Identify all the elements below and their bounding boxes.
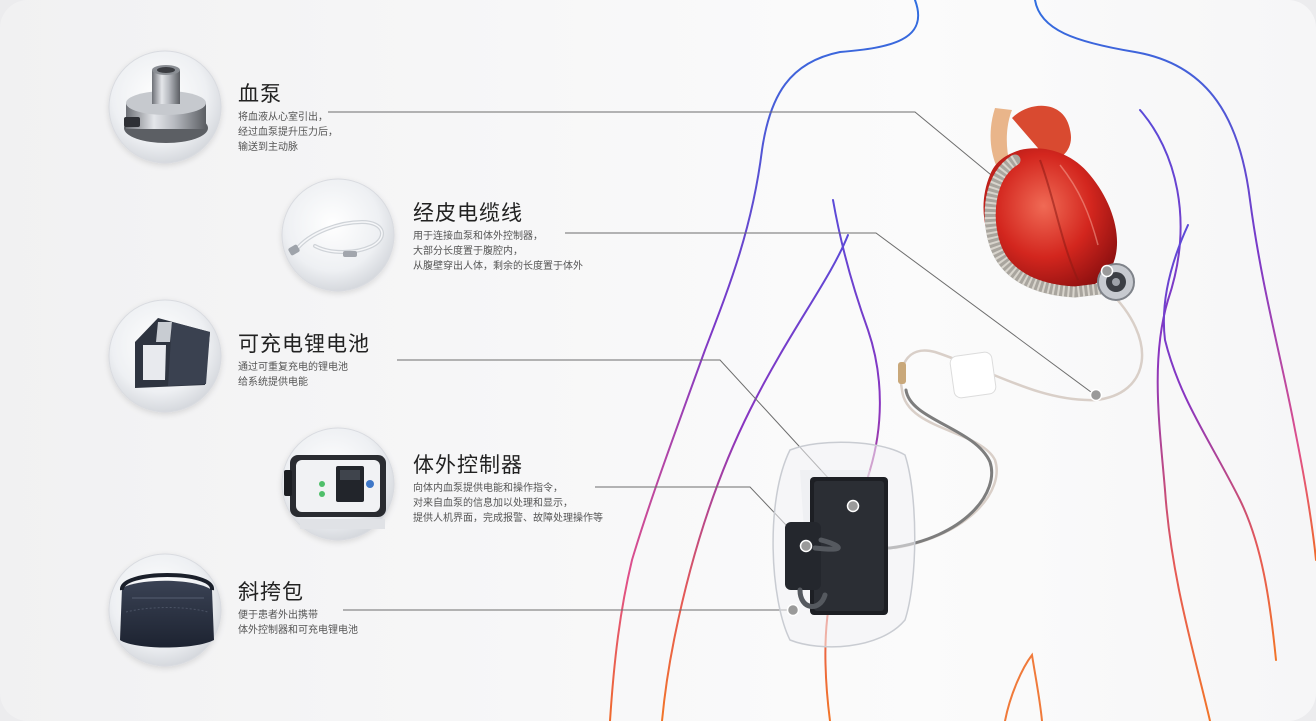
driveline-cable (813, 288, 1144, 550)
component-description: 通过可重复充电的锂电池 给系统提供电能 (238, 360, 370, 390)
thumb-driveline (281, 178, 395, 292)
component-title: 斜挎包 (238, 580, 304, 604)
thumb-battery (108, 299, 222, 413)
description-line: 经过血泵提升压力后， (238, 127, 338, 139)
description-line: 向体内血泵提供电能和操作指令， (413, 483, 563, 495)
exit-site-patch (949, 351, 997, 399)
outline-left-inner-arm (661, 234, 849, 721)
controller-in-bag (772, 441, 916, 648)
component-driveline: 经皮电缆线 用于连接血泵和体外控制器， 大部分长度置于腹腔内， 从腹壁穿出人体，… (413, 201, 583, 274)
heart-with-pump (983, 105, 1135, 301)
component-title: 体外控制器 (413, 453, 523, 477)
component-title: 经皮电缆线 (413, 201, 523, 225)
dot-driveline (1089, 388, 1103, 402)
description-line: 输送到主动脉 (238, 142, 298, 154)
outline-right-torso (1139, 109, 1211, 721)
outline-right-arm (1034, 0, 1316, 561)
outline-left-arm (609, 0, 920, 721)
component-description: 便于患者外出携带 体外控制器和可充电锂电池 (238, 608, 358, 638)
component-bag: 斜挎包 便于患者外出携带 体外控制器和可充电锂电池 (238, 580, 358, 638)
outline-leg-left (1004, 652, 1043, 721)
description-line: 将血液从心室引出， (238, 112, 328, 124)
dot-controller (799, 539, 813, 553)
description-line: 体外控制器和可充电锂电池 (238, 625, 358, 637)
dot-blood-pump (1100, 264, 1114, 278)
description-line: 从腹壁穿出人体，剩余的长度置于体外 (413, 261, 583, 273)
component-blood-pump: 血泵 将血液从心室引出， 经过血泵提升压力后， 输送到主动脉 (238, 82, 338, 155)
thumb-blood-pump (108, 50, 222, 164)
description-line: 大部分长度置于腹腔内， (413, 246, 523, 258)
thumb-bag (108, 553, 222, 667)
outline-right-inner-arm (1162, 224, 1277, 661)
thumb-controller (281, 427, 395, 541)
body-outline (609, 0, 1316, 721)
leader-driveline (565, 232, 1096, 396)
component-description: 将血液从心室引出， 经过血泵提升压力后， 输送到主动脉 (238, 110, 338, 155)
component-controller: 体外控制器 向体内血泵提供电能和操作指令， 对来自血泵的信息加以处理和显示， 提… (413, 453, 603, 526)
description-line: 用于连接血泵和体外控制器， (413, 231, 543, 243)
description-line: 给系统提供电能 (238, 377, 308, 389)
component-title: 可充电锂电池 (238, 332, 370, 356)
description-line: 对来自血泵的信息加以处理和显示， (413, 498, 573, 510)
component-title: 血泵 (238, 82, 282, 106)
leader-dots (786, 264, 1114, 617)
dot-battery (846, 499, 860, 513)
description-line: 通过可重复充电的锂电池 (238, 362, 348, 374)
dot-bag (786, 603, 800, 617)
component-description: 用于连接血泵和体外控制器， 大部分长度置于腹腔内， 从腹壁穿出人体，剩余的长度置… (413, 229, 583, 274)
description-line: 便于患者外出携带 (238, 610, 318, 622)
component-battery: 可充电锂电池 通过可重复充电的锂电池 给系统提供电能 (238, 332, 370, 390)
description-line: 提供人机界面，完成报警、故障处理操作等 (413, 513, 603, 525)
component-description: 向体内血泵提供电能和操作指令， 对来自血泵的信息加以处理和显示， 提供人机界面，… (413, 481, 603, 526)
